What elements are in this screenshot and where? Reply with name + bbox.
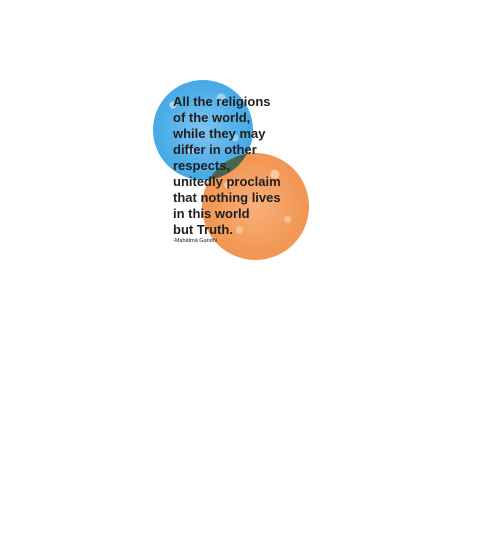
orange-circle: [202, 153, 309, 260]
quote-card: All the religions of the world, while th…: [150, 80, 312, 268]
quote-text: All the religions of the world, while th…: [173, 94, 281, 237]
quote-author: -Mahātmā Gandhi: [173, 238, 218, 244]
